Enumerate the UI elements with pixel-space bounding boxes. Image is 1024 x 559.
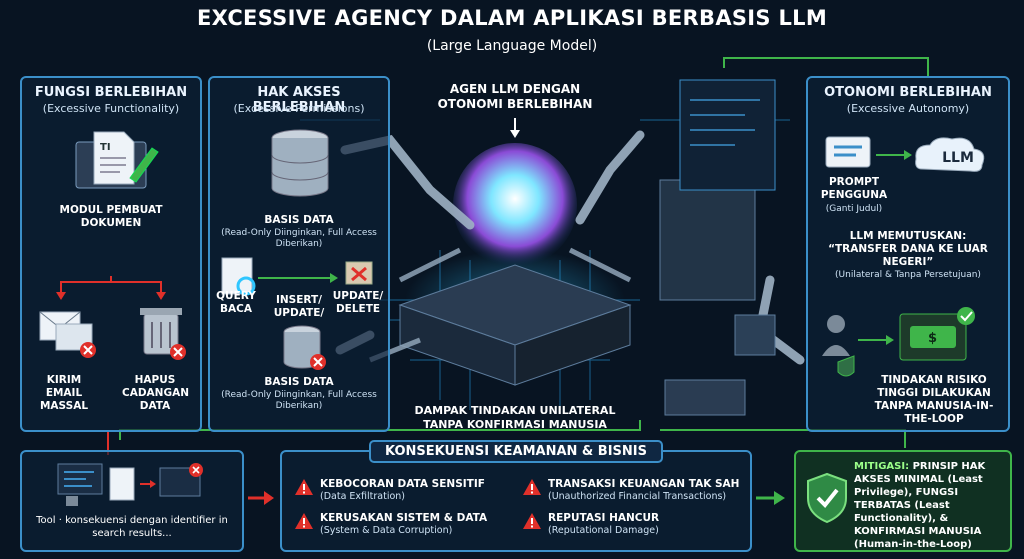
delete-backup-label: HAPUS CADANGAN DATA bbox=[122, 374, 189, 412]
database-icon bbox=[271, 129, 329, 197]
warning-icon bbox=[295, 513, 313, 529]
database-bottom-note: (Read-Only Diinginkan, Full Access Diber… bbox=[221, 390, 377, 411]
cube-icon bbox=[734, 314, 776, 356]
llm-agent-label: AGEN LLM DENGAN OTONOMI BERLEBIHAN bbox=[437, 82, 593, 111]
warning-icon bbox=[523, 513, 541, 529]
file-icon bbox=[109, 467, 135, 501]
panel-title: FUNGSI BERLEBIHAN bbox=[34, 85, 188, 100]
arrow-right-icon bbox=[756, 491, 785, 505]
document-edit-icon: TI bbox=[75, 131, 159, 189]
database-bottom-label: BASIS DATA bbox=[264, 376, 334, 388]
llm-orb bbox=[453, 143, 577, 267]
consequence-title: REPUTASI HANCUR bbox=[548, 512, 660, 524]
consequence-item: TRANSAKSI KEUANGAN TAK SAH(Unauthorized … bbox=[522, 478, 748, 503]
tool-caption: Tool · konsekuensi dengan identifier in … bbox=[36, 515, 228, 539]
consequence-note: (Unauthorized Financial Transactions) bbox=[548, 491, 727, 502]
panel-excessive-permissions: HAK AKSES BERLEBIHAN (Excessive Permissi… bbox=[208, 76, 390, 432]
panel-subtitle: (Excessive Autonomy) bbox=[846, 102, 970, 115]
impact-label: DAMPAK TINDAKAN UNILATERAL TANPA KONFIRM… bbox=[414, 404, 616, 431]
panel-subtitle: (Excessive Functionality) bbox=[42, 102, 180, 115]
mitigation-prefix: MITIGASI: bbox=[854, 461, 910, 472]
svg-text:TI: TI bbox=[100, 142, 111, 153]
high-risk-action: $ bbox=[822, 307, 975, 377]
panel-title: OTONOMI BERLEBIHAN bbox=[824, 85, 992, 100]
page-title: EXCESSIVE AGENCY DALAM APLIKASI BERBASIS… bbox=[196, 6, 828, 30]
panel-title: HAK AKSES BERLEBIHAN bbox=[252, 85, 346, 115]
code-screen bbox=[679, 79, 776, 191]
person-icon bbox=[827, 315, 845, 333]
llm-decision-note: (Unilateral & Tanpa Persetujuan) bbox=[835, 270, 981, 280]
llm-decision-label: LLM MEMUTUSKAN: “TRANSFER DANA KE LUAR N… bbox=[828, 230, 988, 268]
panel-consequences: KONSEKUENSI KEAMANAN & BISNIS KEBOCORAN … bbox=[280, 440, 752, 552]
arrow-right-icon bbox=[248, 491, 274, 505]
consequence-note: (Reputational Damage) bbox=[548, 525, 659, 536]
panel-tool-consequence: Tool · konsekuensi dengan identifier in … bbox=[20, 450, 244, 552]
insert-update-label: INSERT/ UPDATE/ bbox=[273, 294, 325, 319]
branch-arrows bbox=[39, 276, 186, 360]
user-prompt-note: (Ganti Judul) bbox=[825, 204, 883, 214]
server-rack bbox=[659, 179, 756, 301]
consequence-item: REPUTASI HANCUR(Reputational Damage) bbox=[522, 512, 748, 537]
update-delete-label: UPDATE/ DELETE bbox=[332, 290, 384, 315]
consequence-title: KEBOCORAN DATA SENSITIF bbox=[320, 478, 485, 490]
consequence-note: (System & Data Corruption) bbox=[320, 525, 453, 536]
database-top-note: (Read-Only Diinginkan, Full Access Diber… bbox=[221, 228, 377, 249]
panel-excessive-autonomy: OTONOMI BERLEBIHAN (Excessive Autonomy) … bbox=[806, 76, 1010, 432]
robot-base bbox=[664, 379, 746, 416]
mitigation-text: PRINSIP HAK AKSES MINIMAL (Least Privile… bbox=[854, 461, 986, 550]
consequence-item: KERUSAKAN SISTEM & DATA(System & Data Co… bbox=[294, 512, 514, 537]
database-small-icon bbox=[283, 325, 326, 370]
warning-icon bbox=[523, 479, 541, 495]
warning-icon bbox=[295, 479, 313, 495]
panel-subtitle: (Excessive Permissions) bbox=[233, 102, 365, 115]
consequence-note: (Data Exfiltration) bbox=[320, 491, 406, 502]
consequences-title: KONSEKUENSI KEAMANAN & BISNIS bbox=[369, 440, 663, 463]
document-module-label: MODUL PEMBUAT DOKUMEN bbox=[59, 204, 163, 229]
svg-text:$: $ bbox=[928, 331, 937, 346]
trash-icon bbox=[140, 308, 186, 360]
query-read-label: QUERY BACA bbox=[216, 290, 256, 315]
magnifier-icon bbox=[236, 276, 256, 296]
send-mass-email-label: KIRIM EMAIL MASSAL bbox=[39, 374, 89, 412]
panel-mitigation: MITIGASI: PRINSIP HAK AKSES MINIMAL (Lea… bbox=[794, 450, 1012, 552]
user-prompt-label: PROMPT PENGGUNA bbox=[820, 176, 888, 201]
lock-icon bbox=[66, 496, 78, 506]
prompt-to-llm bbox=[825, 136, 985, 172]
page-subtitle: (Large Language Model) bbox=[426, 38, 598, 54]
high-risk-action-label: TINDAKAN RISIKO TINGGI DILAKUKAN TANPA M… bbox=[874, 374, 994, 425]
consequence-title: TRANSAKSI KEUANGAN TAK SAH bbox=[548, 478, 740, 490]
llm-cloud-label: LLM bbox=[942, 150, 974, 166]
shield-check-icon bbox=[837, 355, 855, 377]
consequence-item: KEBOCORAN DATA SENSITIF(Data Exfiltratio… bbox=[294, 478, 514, 503]
shield-check-icon bbox=[807, 472, 847, 524]
tool-chain-icons bbox=[57, 463, 203, 506]
prompt-card-icon bbox=[825, 136, 871, 168]
mail-icon bbox=[39, 311, 96, 358]
cloud-icon bbox=[915, 137, 985, 172]
query-flow bbox=[221, 257, 373, 296]
database-top-label: BASIS DATA bbox=[264, 214, 334, 226]
consequence-title: KERUSAKAN SISTEM & DATA bbox=[320, 512, 488, 524]
down-arrow-icon bbox=[510, 118, 520, 138]
panel-excessive-functionality: FUNGSI BERLEBIHAN (Excessive Functionali… bbox=[20, 76, 202, 432]
